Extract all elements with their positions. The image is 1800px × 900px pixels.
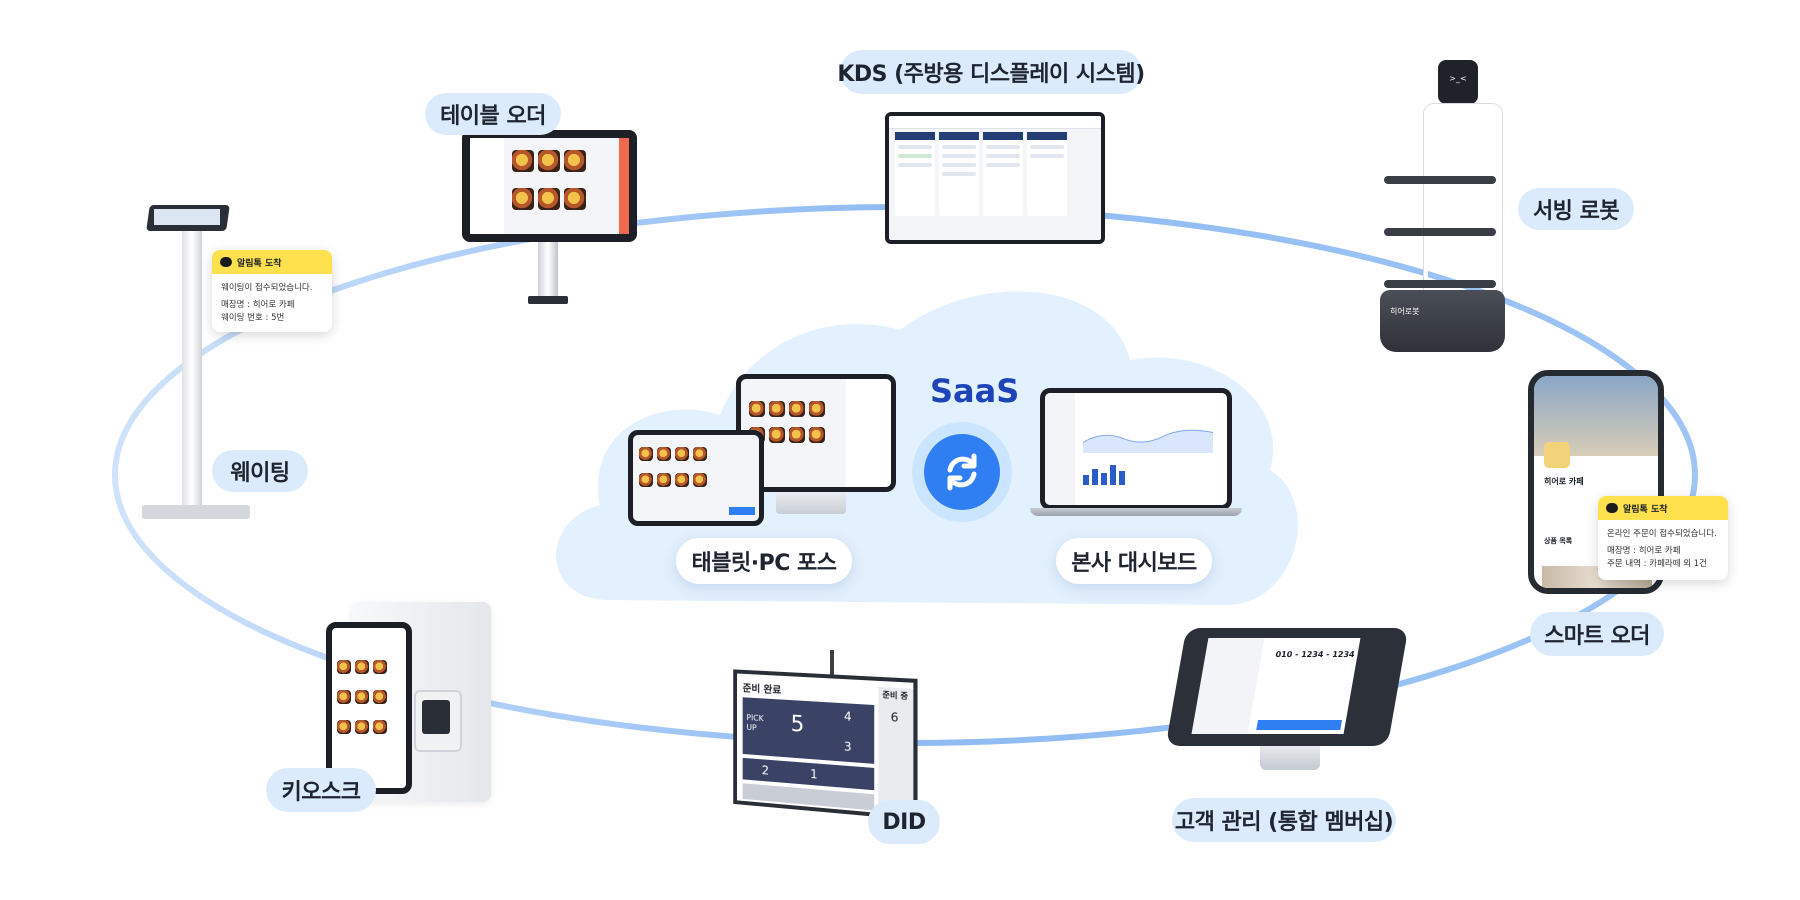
smart-order-notification-card: 알림톡 도착 온라인 주문이 접수되었습니다. 매장명 : 히어로 카페 주문 … xyxy=(1598,496,1728,580)
did-number: 1 xyxy=(810,767,818,782)
table-order-device xyxy=(462,130,637,310)
label-tablet-pos: 태블릿·PC 포스 xyxy=(676,538,852,584)
label-serving-robot: 서빙 로봇 xyxy=(1518,188,1634,230)
store-name: 히어로 카페 xyxy=(1544,476,1584,487)
product-list-heading: 상품 목록 xyxy=(1544,536,1572,546)
label-kiosk: 키오스크 xyxy=(266,768,376,812)
crm-terminal-device: 010 - 1234 - 1234 xyxy=(1176,628,1406,784)
label-smart-order: 스마트 오더 xyxy=(1530,612,1664,656)
did-pickup-label: PICK UP xyxy=(746,713,765,734)
label-waiting: 웨이팅 xyxy=(212,450,308,492)
did-preparing-header: 준비 중 xyxy=(882,689,908,702)
saas-title: SaaS xyxy=(930,372,1019,410)
did-display-device: 준비 완료 PICK UP 5 4 3 2 1 준비 중 6 xyxy=(730,650,920,820)
label-kds: KDS (주방용 디스플레이 시스템) xyxy=(840,50,1142,94)
label-table-order: 테이블 오더 xyxy=(425,93,561,135)
label-hq-dashboard: 본사 대시보드 xyxy=(1056,538,1212,584)
sync-button[interactable] xyxy=(912,422,1012,522)
chat-icon xyxy=(1606,503,1618,513)
did-preparing-number: 6 xyxy=(891,710,899,725)
label-crm: 고객 관리 (통합 멤버십) xyxy=(1172,798,1396,842)
did-main-number: 5 xyxy=(791,712,805,738)
hq-dashboard-laptop xyxy=(1030,388,1242,522)
tablet-pos-device xyxy=(628,430,764,526)
waiting-notification-card: 알림톡 도착 웨이팅이 접수되었습니다. 매장명 : 히어로 카페 웨이팅 번호… xyxy=(212,250,332,332)
did-number: 2 xyxy=(762,763,769,777)
did-number: 4 xyxy=(844,709,852,724)
chat-icon xyxy=(220,257,232,267)
serving-robot-device: >_< 히어로봇 xyxy=(1380,60,1515,355)
did-ready-header: 준비 완료 xyxy=(743,680,782,697)
sync-icon xyxy=(938,448,986,496)
crm-phone-number: 010 - 1234 - 1234 xyxy=(1275,650,1356,659)
label-did: DID xyxy=(868,800,940,844)
did-number: 3 xyxy=(844,739,852,754)
robot-brand: 히어로봇 xyxy=(1390,306,1419,317)
kds-display-device xyxy=(885,112,1105,244)
